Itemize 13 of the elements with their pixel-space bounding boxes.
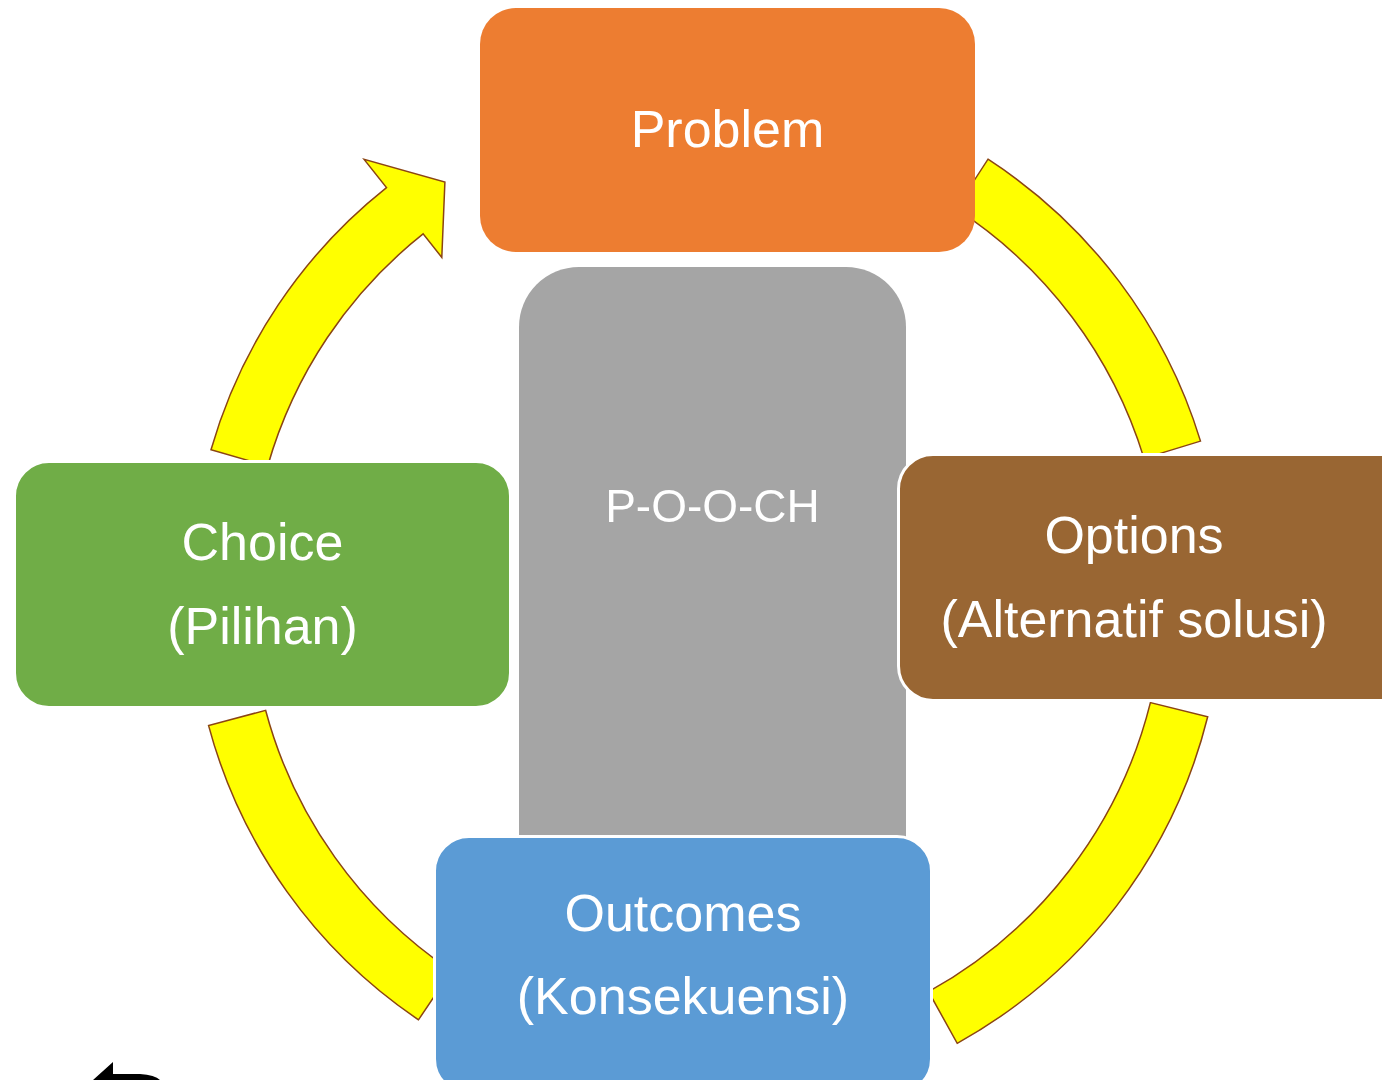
process-box [480, 8, 975, 252]
node-heading: Choice [181, 512, 344, 574]
node-subtitle: (Alternatif solusi) [940, 588, 1328, 650]
node-heading: Options [1044, 505, 1224, 567]
center-panel [519, 267, 906, 837]
node-title: P-O-O-CH [605, 479, 820, 535]
node-subtitle: (Konsekuensi) [516, 966, 850, 1027]
node-heading: Outcomes [564, 882, 802, 944]
node-subtitle: (Pilihan) [167, 595, 358, 657]
process-box [897, 453, 1385, 702]
process-box [433, 835, 933, 1080]
process-box [13, 460, 512, 709]
node-heading: Problem [630, 99, 825, 161]
